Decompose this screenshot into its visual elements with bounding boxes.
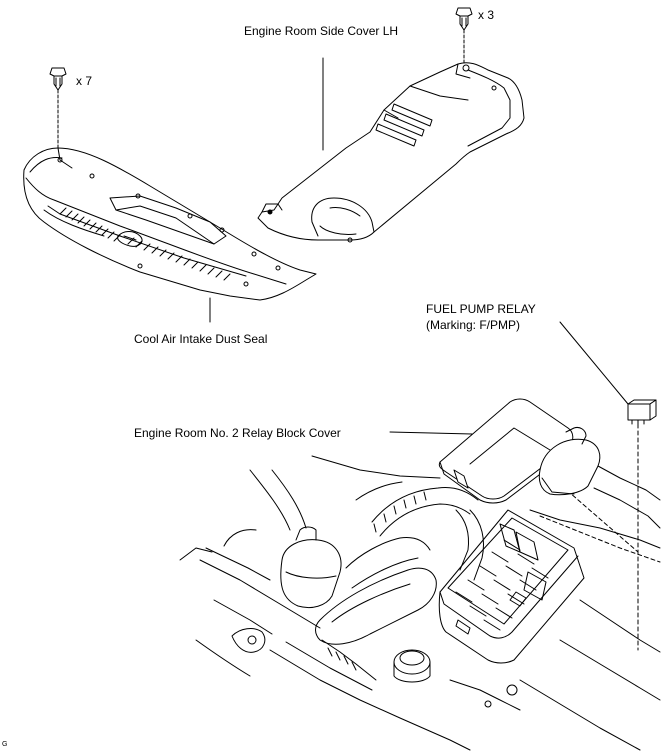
clip-x7-icon (50, 68, 66, 90)
figure-id-label: G (2, 741, 8, 748)
engine-compartment (180, 427, 660, 750)
relay-block-guide-line (562, 486, 638, 552)
relay-name-label: FUEL PUMP RELAY (426, 302, 536, 316)
relay-leader-line (560, 322, 628, 404)
relay-block-cover-leader-line (390, 432, 472, 434)
block-to-relay-guide-line (540, 516, 660, 562)
dust-seal-label: Cool Air Intake Dust Seal (134, 332, 268, 346)
side-cover-label: Engine Room Side Cover LH (244, 24, 399, 38)
clip-count-3-label: x 3 (478, 8, 495, 22)
relay-marking-label: (Marking: F/PMP) (426, 318, 521, 332)
engine-room-side-cover-lh (258, 63, 524, 242)
relay-block-cover-label: Engine Room No. 2 Relay Block Cover (134, 426, 341, 440)
clip-x3-icon (456, 8, 472, 30)
cool-air-intake-dust-seal (24, 148, 316, 300)
clip-count-7-label: x 7 (76, 74, 93, 88)
fuel-pump-relay (628, 400, 656, 424)
